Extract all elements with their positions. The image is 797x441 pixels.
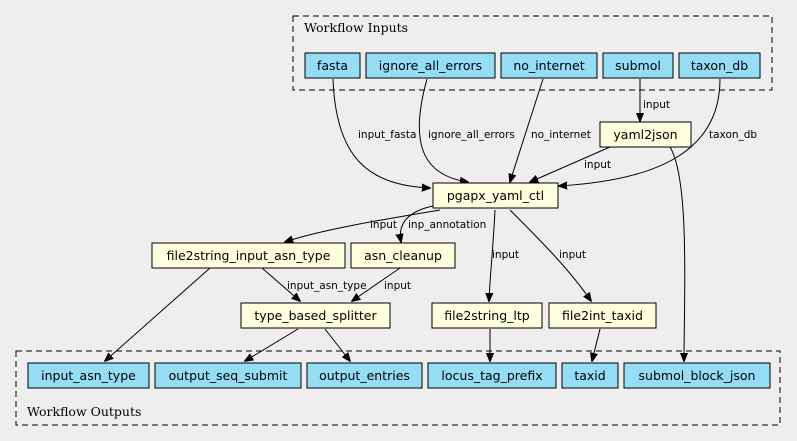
output-node-submol-block-json-label: submol_block_json [639, 368, 756, 383]
output-node-locus-tag-prefix[interactable]: locus_tag_prefix [427, 362, 557, 389]
input-node-fasta-label: fasta [317, 58, 348, 73]
step-node-asn-cleanup[interactable]: asn_cleanup [350, 242, 456, 269]
step-node-type-based-splitter[interactable]: type_based_splitter [240, 302, 391, 329]
edge-cleanup-splitter [352, 267, 401, 301]
workflow-inputs-title: Workflow Inputs [304, 20, 408, 35]
output-node-taxid[interactable]: taxid [561, 362, 619, 389]
output-node-input-asn-type-label: input_asn_type [41, 368, 136, 383]
input-node-ignore-all-errors[interactable]: ignore_all_errors [365, 52, 496, 79]
edge-yaml2json-submol-block [669, 146, 685, 361]
step-node-file2string-ltp-label: file2string_ltp [444, 308, 529, 323]
edge-label-input-fasta: input_fasta [358, 129, 416, 141]
step-node-yaml2json[interactable]: yaml2json [599, 121, 692, 148]
edge-label-input-asn-type: input_asn_type [287, 280, 367, 292]
input-node-ignore-all-errors-label: ignore_all_errors [379, 58, 482, 73]
input-node-submol-label: submol [615, 58, 661, 73]
step-node-file2int-taxid-label: file2int_taxid [562, 308, 643, 323]
input-node-submol[interactable]: submol [602, 52, 674, 79]
edge-pgapx-taxid [509, 209, 591, 301]
edge-pgapx-asntype [285, 209, 441, 242]
step-node-asn-cleanup-label: asn_cleanup [364, 248, 442, 263]
edge-asntype-splitter [261, 267, 300, 301]
step-node-type-based-splitter-label: type_based_splitter [254, 308, 377, 323]
edge-nointernet-pgapx [510, 78, 544, 182]
edge-label-asn-type-input: input [370, 219, 397, 231]
input-node-taxon-db[interactable]: taxon_db [678, 52, 761, 79]
step-node-yaml2json-label: yaml2json [613, 127, 677, 142]
step-node-file2string-input-asn-type-label: file2string_input_asn_type [167, 248, 331, 263]
edge-pgapx-cleanup [400, 205, 434, 242]
input-node-no-internet-label: no_internet [513, 58, 584, 73]
output-node-submol-block-json[interactable]: submol_block_json [623, 362, 771, 389]
input-node-taxon-db-label: taxon_db [691, 58, 748, 73]
edge-splitter-entries [324, 328, 350, 361]
output-node-output-seq-submit-label: output_seq_submit [169, 368, 288, 383]
edge-label-submol-input: input [643, 99, 670, 111]
step-node-file2string-ltp[interactable]: file2string_ltp [431, 302, 543, 329]
edge-asntype-inputasntype [105, 267, 211, 361]
step-node-file2string-input-asn-type[interactable]: file2string_input_asn_type [151, 242, 346, 269]
output-node-output-entries-label: output_entries [319, 368, 410, 383]
edge-label-yaml2json-input: input [584, 159, 611, 171]
edge-label-inp-annotation: inp_annotation [408, 219, 486, 231]
workflow-outputs-cluster: Workflow Outputs [15, 350, 781, 426]
edge-label-taxid-input: input [559, 249, 586, 261]
edge-splitter-seqsubmit [245, 328, 299, 361]
edge-fasta-pgapx [332, 78, 430, 188]
workflow-inputs-cluster: Workflow Inputs [292, 15, 773, 91]
output-node-taxid-label: taxid [574, 368, 605, 383]
edges [105, 78, 721, 361]
output-node-output-entries[interactable]: output_entries [306, 362, 423, 389]
edge-taxondb-pgapx [559, 78, 721, 186]
step-node-pgapx-yaml-ctl-label: pgapx_yaml_ctl [447, 188, 544, 203]
output-node-input-asn-type[interactable]: input_asn_type [27, 362, 150, 389]
edge-labels: input_fasta ignore_all_errors no_interne… [287, 99, 757, 292]
edge-label-cleanup-input: input [384, 280, 411, 292]
edge-taxid-taxid [592, 328, 601, 361]
edge-label-taxon-db: taxon_db [709, 129, 757, 141]
edge-label-no-internet: no_internet [531, 129, 591, 141]
output-node-locus-tag-prefix-label: locus_tag_prefix [441, 368, 542, 383]
edge-label-ignore-all-errors: ignore_all_errors [428, 129, 515, 141]
output-node-output-seq-submit[interactable]: output_seq_submit [154, 362, 302, 389]
edge-label-ltp-input: input [492, 249, 519, 261]
workflow-outputs-title: Workflow Outputs [27, 404, 141, 419]
input-node-fasta[interactable]: fasta [304, 52, 361, 79]
step-node-file2int-taxid[interactable]: file2int_taxid [548, 302, 657, 329]
edge-yaml2json-pgapx [530, 146, 611, 182]
step-node-pgapx-yaml-ctl[interactable]: pgapx_yaml_ctl [432, 182, 559, 209]
edge-ignore-pgapx [418, 78, 468, 182]
input-node-no-internet[interactable]: no_internet [500, 52, 598, 79]
edge-pgapx-ltp [489, 209, 496, 301]
